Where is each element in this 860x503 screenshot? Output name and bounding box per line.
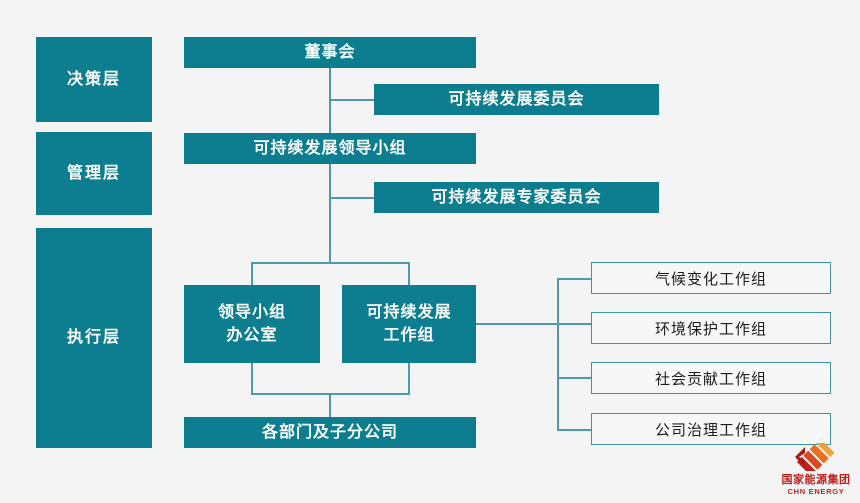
chn-energy-logo: 国家能源集团 CHN ENERGY xyxy=(778,438,854,496)
connector-execution-split-bar xyxy=(251,262,409,264)
chn-energy-logo-name-cn: 国家能源集团 xyxy=(781,473,851,486)
connector-branch-social-contribution xyxy=(557,377,591,379)
layer-label-execution-text: 执行层 xyxy=(66,329,121,347)
node-sustainability-committee-label: 可持续发展委员会 xyxy=(448,90,585,108)
node-leading-group-office-label-line2: 办公室 xyxy=(226,327,278,344)
connector-branch-corporate-governance xyxy=(557,429,591,431)
connector-to-working-group xyxy=(408,262,410,285)
working-group-climate-change-label: 气候变化工作组 xyxy=(654,270,767,288)
layer-label-decision: 决策层 xyxy=(36,37,152,122)
node-departments-subsidiaries-label: 各部门及子分公司 xyxy=(261,423,398,441)
node-sustainability-working-group-label-line1: 可持续发展 xyxy=(366,303,452,321)
layer-label-execution: 执行层 xyxy=(36,228,152,448)
chn-energy-logo-name-en: CHN ENERGY xyxy=(787,487,845,496)
working-group-environmental-protection[interactable]: 环境保护工作组 xyxy=(591,312,831,344)
connector-leading-group-to-expert-committee xyxy=(329,197,374,199)
connector-working-group-down xyxy=(408,363,410,394)
node-expert-committee-label: 可持续发展专家委员会 xyxy=(431,188,602,206)
connector-working-group-to-trunk xyxy=(476,323,559,325)
connector-board-to-leading-group xyxy=(329,68,331,136)
node-leading-group-label: 可持续发展领导小组 xyxy=(253,139,407,157)
node-sustainability-committee[interactable]: 可持续发展委员会 xyxy=(374,84,659,115)
node-leading-group-office-label-line1: 领导小组 xyxy=(217,303,286,321)
node-departments-subsidiaries[interactable]: 各部门及子分公司 xyxy=(184,417,476,448)
connector-board-to-committee xyxy=(329,99,374,101)
connector-leading-group-down xyxy=(329,164,331,262)
layer-label-management: 管理层 xyxy=(36,132,152,215)
connector-office-down xyxy=(251,363,253,394)
working-group-corporate-governance-label: 公司治理工作组 xyxy=(654,421,767,439)
connector-branch-climate-change xyxy=(557,278,591,280)
working-group-social-contribution[interactable]: 社会贡献工作组 xyxy=(591,362,831,394)
connector-branch-environmental-protection xyxy=(557,323,591,325)
node-board[interactable]: 董事会 xyxy=(184,37,476,68)
node-leading-group[interactable]: 可持续发展领导小组 xyxy=(184,133,476,164)
working-group-environmental-protection-label: 环境保护工作组 xyxy=(654,320,767,338)
working-group-social-contribution-label: 社会贡献工作组 xyxy=(654,370,767,388)
connector-to-leading-group-office xyxy=(251,262,253,285)
node-sustainability-working-group-label-line2: 工作组 xyxy=(383,327,435,344)
node-leading-group-office[interactable]: 领导小组 办公室 xyxy=(184,285,320,363)
connector-working-group-trunk xyxy=(557,278,559,431)
working-group-corporate-governance[interactable]: 公司治理工作组 xyxy=(591,413,831,445)
layer-label-decision-text: 决策层 xyxy=(66,70,121,88)
chn-energy-logo-mark-icon xyxy=(793,438,839,476)
node-board-label: 董事会 xyxy=(304,43,356,61)
layer-label-management-text: 管理层 xyxy=(66,164,121,182)
connector-to-departments xyxy=(329,393,331,418)
node-expert-committee[interactable]: 可持续发展专家委员会 xyxy=(374,182,659,213)
node-sustainability-working-group[interactable]: 可持续发展 工作组 xyxy=(342,285,476,363)
working-group-climate-change[interactable]: 气候变化工作组 xyxy=(591,262,831,294)
